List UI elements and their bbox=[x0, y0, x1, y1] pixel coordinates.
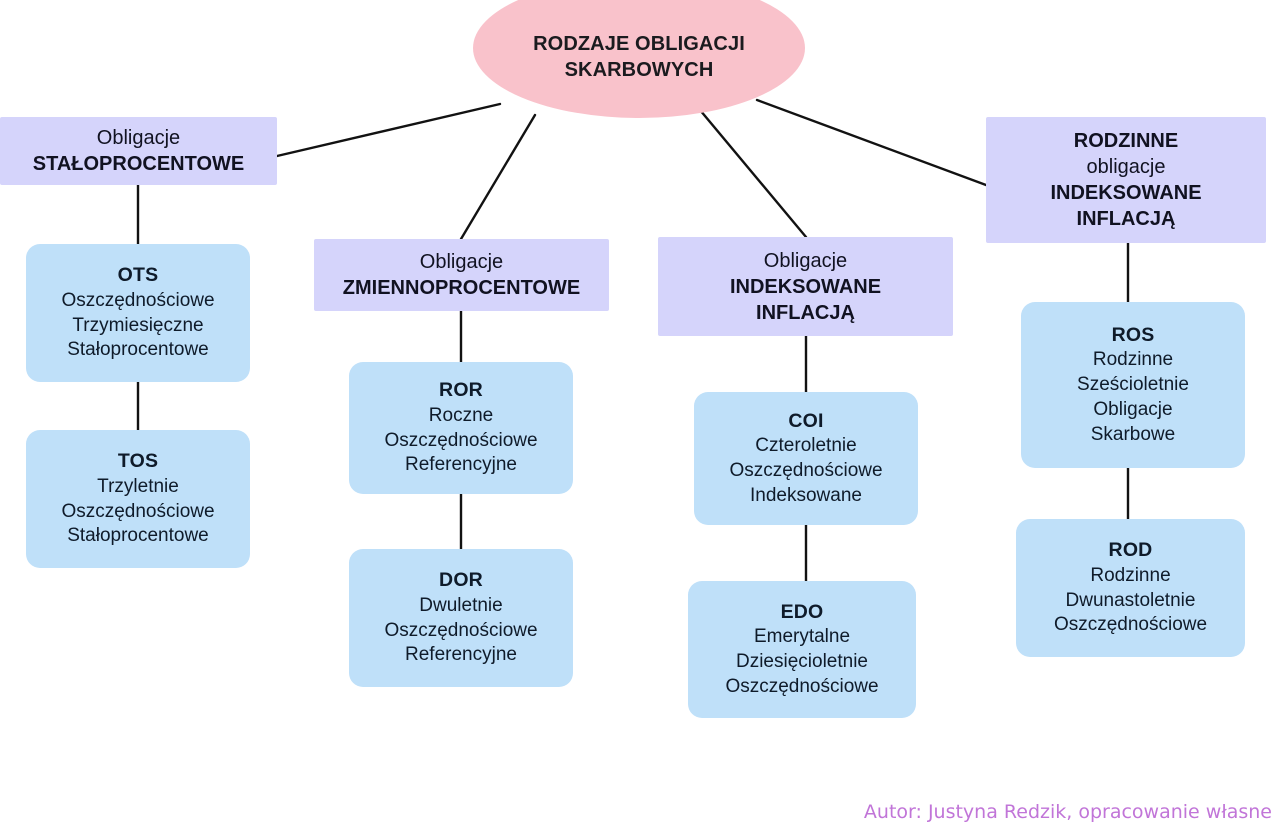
category-line-2: ZMIENNOPROCENTOWE bbox=[342, 277, 581, 299]
root-node-line2: SKARBOWYCH bbox=[564, 59, 714, 81]
leaf-node-ror[interactable]: ROR Roczne Oszczędnościowe Referencyjne bbox=[349, 362, 573, 494]
leaf-node-label: ROD Rodzinne Dwunastoletnie Oszczędności… bbox=[1054, 538, 1207, 638]
leaf-line-2: Oszczędnościowe bbox=[384, 619, 538, 641]
leaf-node-rod[interactable]: ROD Rodzinne Dwunastoletnie Oszczędności… bbox=[1016, 519, 1245, 657]
leaf-line-1: Rodzinne bbox=[1090, 564, 1171, 586]
category-node-label: Obligacje ZMIENNOPROCENTOWE bbox=[343, 249, 580, 301]
leaf-line-1: Trzyletnie bbox=[97, 475, 179, 497]
leaf-node-ots[interactable]: OTS Oszczędnościowe Trzymiesięczne Stało… bbox=[26, 244, 250, 382]
leaf-node-label: ROR Roczne Oszczędnościowe Referencyjne bbox=[384, 378, 537, 478]
leaf-line-2: Oszczędnościowe bbox=[384, 429, 538, 451]
leaf-line-3: Referencyjne bbox=[405, 454, 517, 476]
leaf-line-3: Oszczędnościowe bbox=[1053, 614, 1208, 636]
root-node-rodzaje-obligacji-skarbowych[interactable]: RODZAJE OBLIGACJI SKARBOWYCH bbox=[473, 0, 805, 118]
leaf-code: EDO bbox=[780, 600, 824, 623]
category-line-3: INDEKSOWANE bbox=[1050, 182, 1202, 204]
category-line-1: RODZINNE bbox=[1073, 130, 1179, 152]
category-line-4: INFLACJĄ bbox=[1076, 208, 1176, 230]
leaf-line-2: Trzymiesięczne bbox=[72, 314, 204, 336]
category-line-1: Obligacje bbox=[763, 249, 848, 272]
leaf-code: TOS bbox=[117, 450, 159, 473]
leaf-code: OTS bbox=[117, 264, 159, 287]
leaf-line-3: Indeksowane bbox=[750, 484, 862, 506]
category-line-3: INFLACJĄ bbox=[756, 301, 855, 324]
category-line-1: Obligacje bbox=[96, 127, 181, 149]
category-node-staloprocentowe[interactable]: Obligacje STAŁOPROCENTOWE bbox=[0, 117, 277, 185]
leaf-code: ROD bbox=[1108, 539, 1153, 562]
leaf-line-2: Oszczędnościowe bbox=[729, 460, 883, 481]
edge-root-to-zmiennoprocentowe bbox=[459, 113, 537, 241]
leaf-line-1: Dwuletnie bbox=[419, 594, 503, 616]
category-node-label: RODZINNE obligacje INDEKSOWANE INFLACJĄ bbox=[1050, 128, 1201, 232]
edge-root-to-indeksowane bbox=[698, 108, 808, 239]
leaf-line-2: Dziesięcioletnie bbox=[735, 651, 868, 672]
leaf-line-3: Stałoprocentowe bbox=[67, 339, 209, 361]
category-node-rodzinne[interactable]: RODZINNE obligacje INDEKSOWANE INFLACJĄ bbox=[986, 117, 1266, 243]
leaf-line-1: Oszczędnościowe bbox=[61, 289, 215, 311]
leaf-node-edo[interactable]: EDO Emerytalne Dziesięcioletnie Oszczędn… bbox=[688, 581, 916, 718]
leaf-line-3: Stałoprocentowe bbox=[67, 525, 209, 547]
leaf-line-1: Roczne bbox=[428, 404, 494, 426]
category-node-zmiennoprocentowe[interactable]: Obligacje ZMIENNOPROCENTOWE bbox=[314, 239, 609, 311]
leaf-node-dor[interactable]: DOR Dwuletnie Oszczędnościowe Referencyj… bbox=[349, 549, 573, 687]
leaf-line-3: Oszczędnościowe bbox=[725, 675, 879, 697]
leaf-line-2: Dwunastoletnie bbox=[1065, 589, 1196, 611]
leaf-line-2: Sześcioletnie bbox=[1077, 374, 1189, 396]
category-node-label: Obligacje INDEKSOWANE INFLACJĄ bbox=[730, 248, 881, 326]
leaf-node-label: EDO Emerytalne Dziesięcioletnie Oszczędn… bbox=[725, 600, 878, 700]
edge-root-to-rodzinne bbox=[755, 98, 988, 187]
leaf-line-3: Obligacje bbox=[1093, 398, 1173, 420]
category-node-indeksowane-inflacja[interactable]: Obligacje INDEKSOWANE INFLACJĄ bbox=[658, 237, 953, 336]
leaf-node-label: OTS Oszczędnościowe Trzymiesięczne Stało… bbox=[61, 263, 214, 363]
leaf-code: ROS bbox=[1111, 323, 1155, 346]
leaf-code: COI bbox=[788, 409, 824, 432]
leaf-line-1: Czteroletnie bbox=[755, 435, 857, 457]
leaf-line-4: Skarbowe bbox=[1090, 423, 1176, 445]
leaf-line-1: Rodzinne bbox=[1092, 349, 1174, 371]
category-line-2: INDEKSOWANE bbox=[729, 275, 882, 298]
leaf-line-1: Emerytalne bbox=[753, 626, 851, 648]
root-node-line1: RODZAJE OBLIGACJI bbox=[533, 32, 745, 55]
leaf-node-label: COI Czteroletnie Oszczędnościowe Indekso… bbox=[729, 409, 882, 509]
category-line-2: obligacje bbox=[1086, 156, 1166, 178]
root-node-label: RODZAJE OBLIGACJI SKARBOWYCH bbox=[533, 13, 745, 84]
leaf-node-label: DOR Dwuletnie Oszczędnościowe Referencyj… bbox=[384, 568, 537, 668]
leaf-line-2: Oszczędnościowe bbox=[61, 500, 215, 522]
leaf-node-label: TOS Trzyletnie Oszczędnościowe Stałoproc… bbox=[61, 449, 214, 549]
category-line-2: STAŁOPROCENTOWE bbox=[32, 153, 245, 175]
leaf-code: ROR bbox=[439, 379, 483, 402]
leaf-node-tos[interactable]: TOS Trzyletnie Oszczędnościowe Stałoproc… bbox=[26, 430, 250, 568]
leaf-node-label: ROS Rodzinne Sześcioletnie Obligacje Ska… bbox=[1077, 323, 1189, 447]
leaf-node-ros[interactable]: ROS Rodzinne Sześcioletnie Obligacje Ska… bbox=[1021, 302, 1245, 468]
edge-root-to-staloprocentowe bbox=[275, 102, 502, 158]
author-credit: Autor: Justyna Redzik, opracowanie własn… bbox=[863, 801, 1272, 823]
category-line-1: Obligacje bbox=[419, 251, 504, 273]
category-node-label: Obligacje STAŁOPROCENTOWE bbox=[33, 125, 244, 177]
leaf-line-3: Referencyjne bbox=[405, 644, 517, 666]
leaf-code: DOR bbox=[439, 569, 483, 592]
leaf-node-coi[interactable]: COI Czteroletnie Oszczędnościowe Indekso… bbox=[694, 392, 918, 525]
